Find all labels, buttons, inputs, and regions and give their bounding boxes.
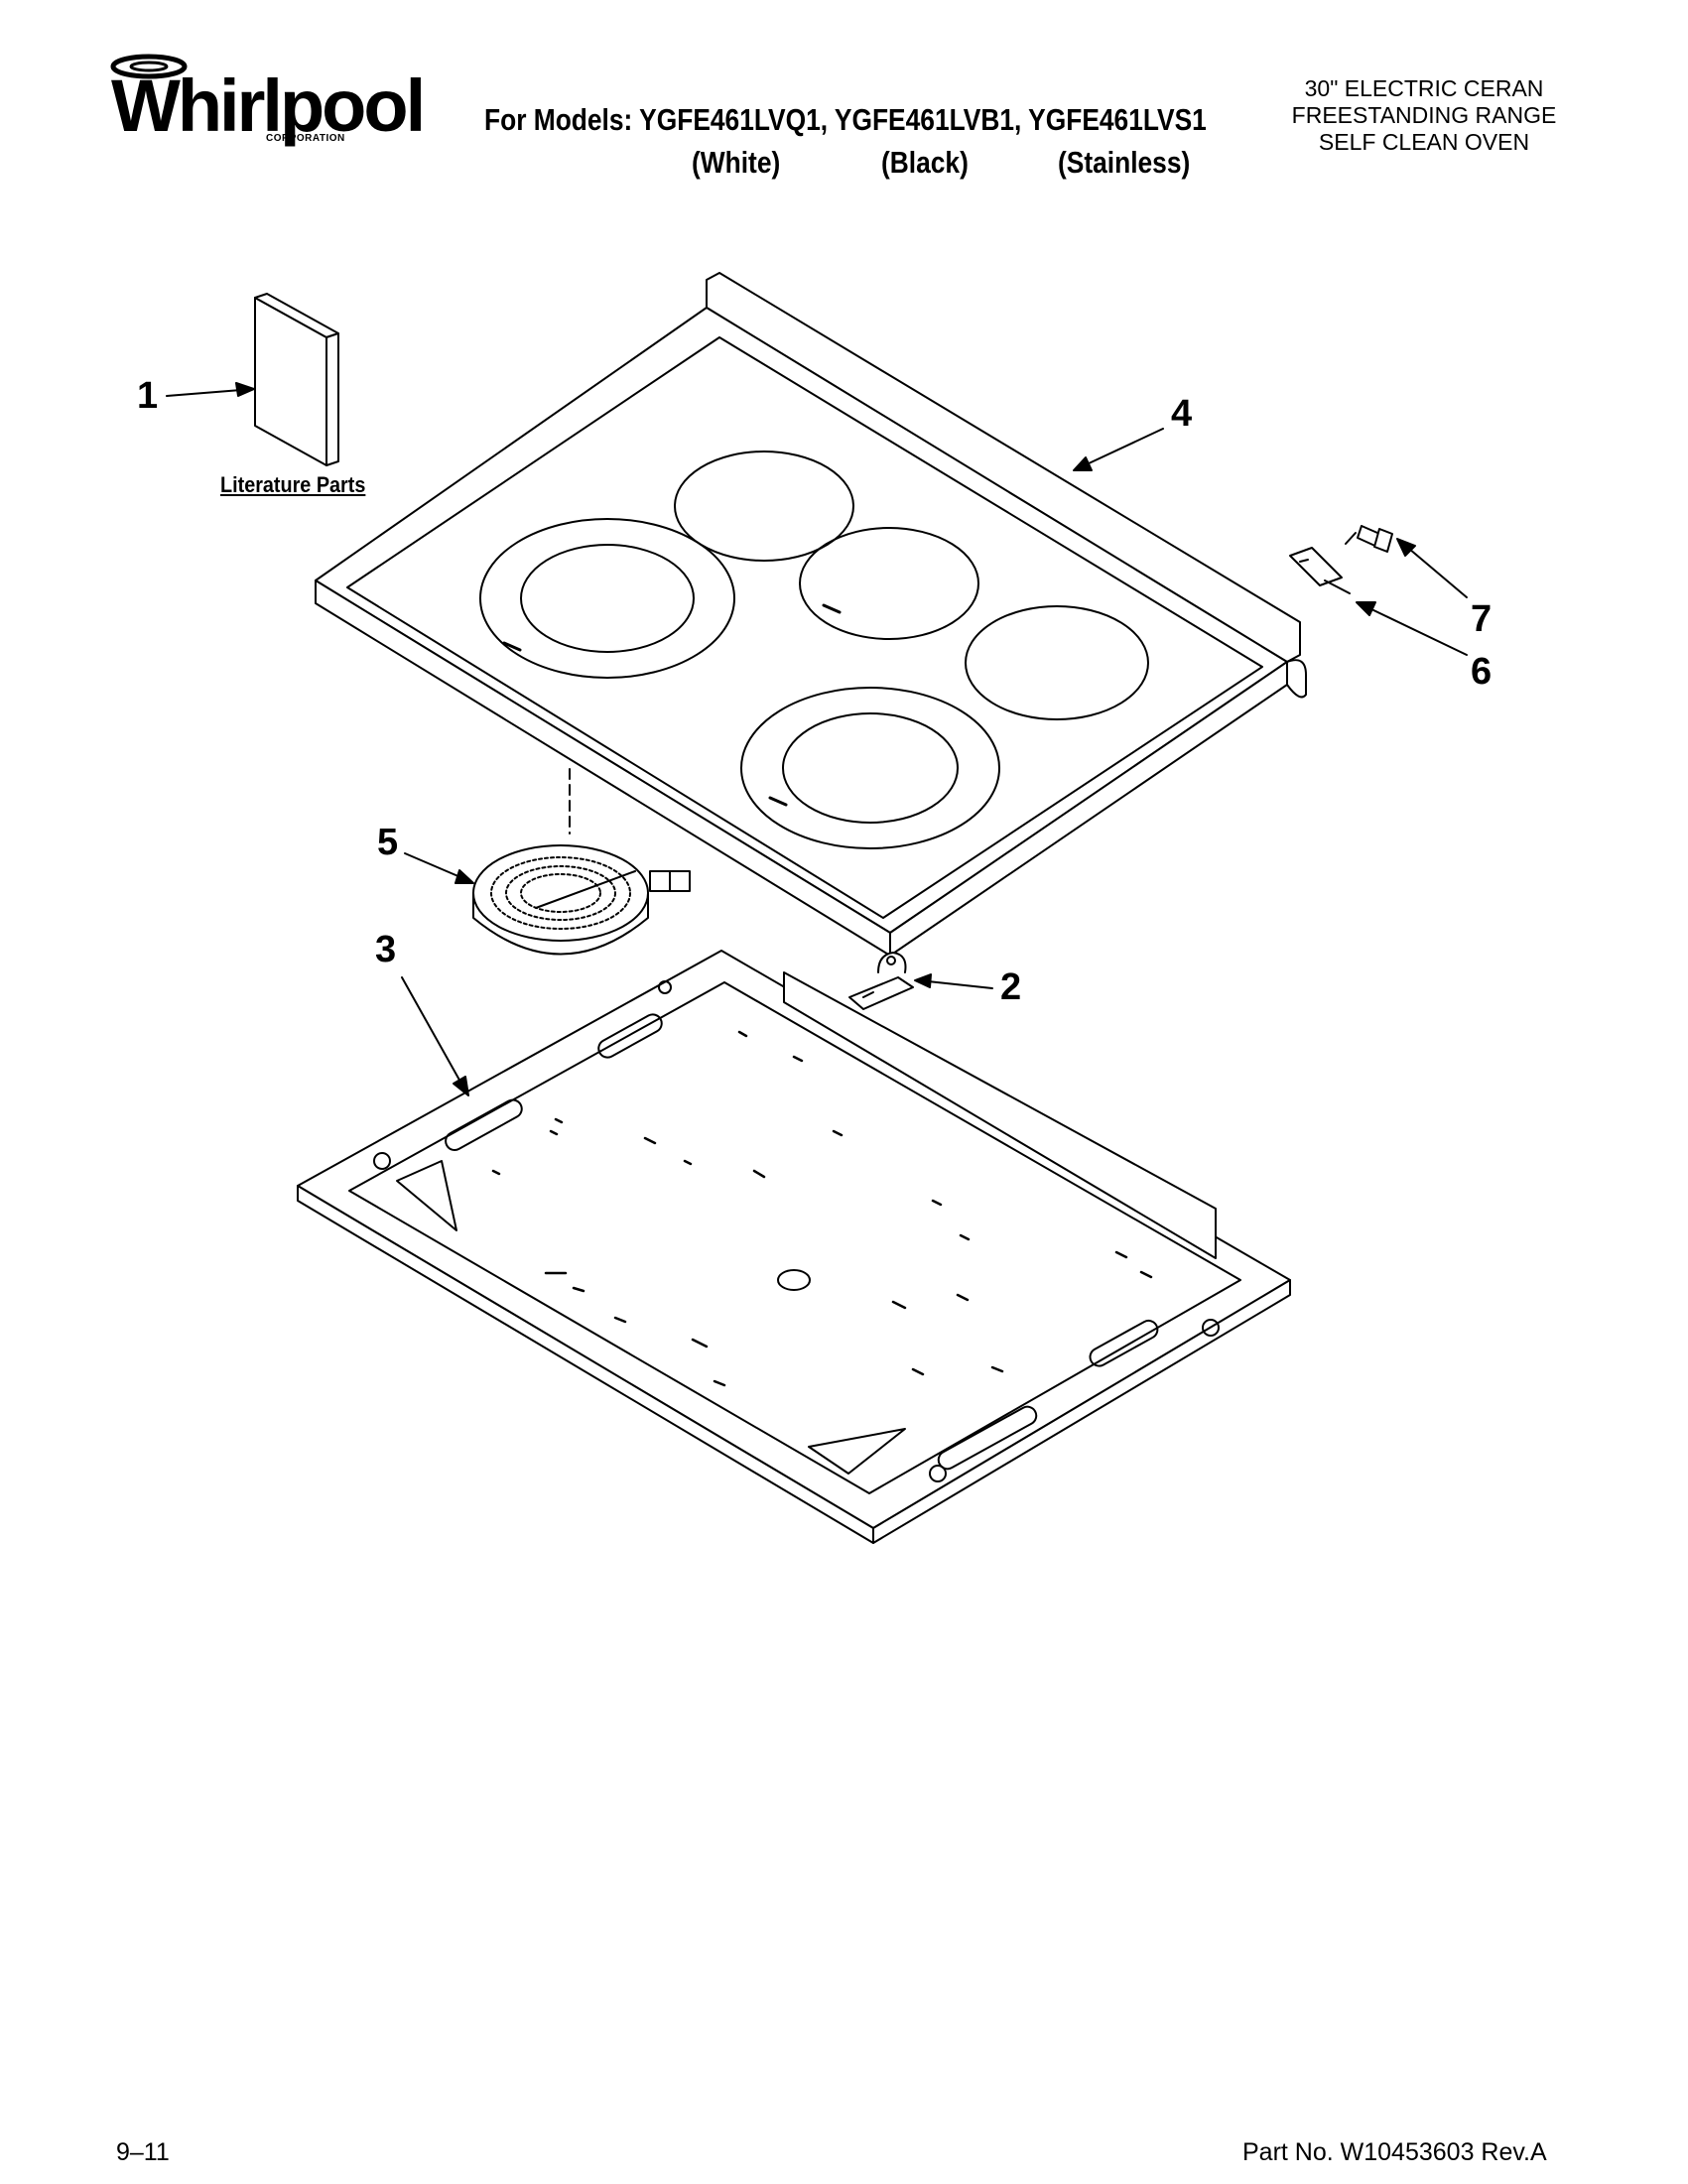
literature-book-part [254,293,339,466]
bracket-part [1289,547,1351,594]
callout-3: 3 [375,929,397,970]
literature-parts-label: Literature Parts [220,472,366,497]
product-desc-line: SELF CLEAN OVEN [1318,129,1530,155]
brand-subtitle: CORPORATION [266,133,345,144]
product-description: 30" ELECTRIC CERAN FREESTANDING RANGE SE… [1260,75,1588,156]
date-code: 9–11 [116,2138,170,2166]
callout-2: 2 [1000,966,1022,1008]
callout-1: 1 [137,375,159,417]
color-stainless-label: (Stainless) [1058,145,1191,180]
color-black-label: (Black) [881,145,969,180]
models-title: For Models: YGFE461LVQ1, YGFE461LVB1, YG… [484,102,1207,137]
logo-swirl-icon [110,54,188,79]
clip-part [848,952,914,1010]
leader-arrows [166,382,1468,1096]
callout-6: 6 [1471,651,1493,693]
screw-part [1345,525,1393,553]
color-white-label: (White) [692,145,781,180]
radiant-element-part [472,844,691,956]
callout-7: 7 [1471,598,1493,640]
part-number: Part No. W10453603 Rev.A [1242,2138,1547,2166]
brand-logo: Whirlpool [111,64,426,147]
callout-4: 4 [1171,393,1193,435]
product-desc-line: 30" ELECTRIC CERAN [1304,75,1544,101]
cooktop-part [315,272,1307,957]
bottom-frame-part [297,950,1291,1544]
callout-5: 5 [377,822,399,863]
product-desc-line: FREESTANDING RANGE [1291,102,1557,128]
